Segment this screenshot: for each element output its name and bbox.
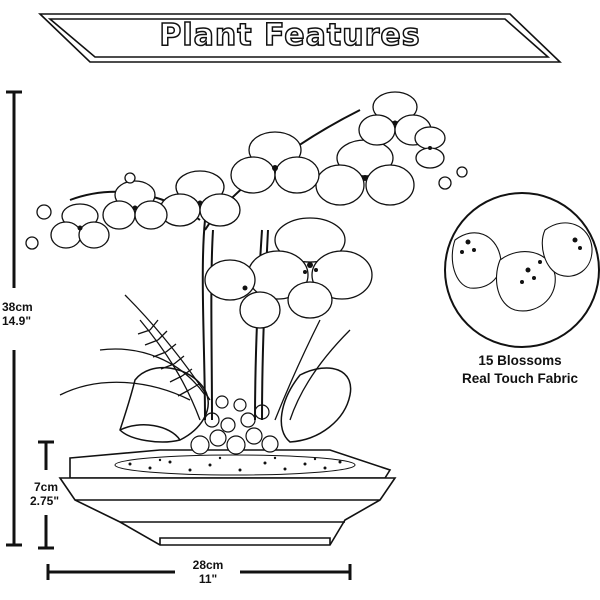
- blossom-count: 15 Blossoms: [478, 353, 562, 368]
- height-in: 14.9": [2, 314, 32, 328]
- height-label: 38cm 14.9": [2, 300, 33, 328]
- detail-magnifier: [444, 192, 600, 348]
- detail-caption: 15 Blossoms Real Touch Fabric: [440, 352, 600, 388]
- title-banner: [38, 13, 562, 63]
- fern-leaves: [59, 294, 351, 421]
- fabric-type: Real Touch Fabric: [461, 371, 579, 386]
- width-dimension-line: [46, 564, 352, 580]
- moss-soil: [114, 454, 356, 476]
- width-label: 28cm 11": [180, 558, 236, 586]
- height-dimension-line: [6, 90, 22, 547]
- pot-height-label: 7cm 2.75": [30, 480, 59, 508]
- page-title: Plant Features: [159, 17, 421, 54]
- width-in: 11": [198, 572, 218, 586]
- blossom-centers: [77, 120, 432, 291]
- base-leaves: [119, 366, 352, 443]
- pot-height-cm: 7cm: [34, 480, 59, 494]
- pot-height-in: 2.75": [30, 494, 60, 508]
- width-cm: 28cm: [192, 558, 224, 572]
- succulent-cluster: [190, 395, 279, 455]
- height-cm: 38cm: [2, 300, 33, 314]
- pot-height-dimension-line: [38, 440, 54, 550]
- orchid-blossoms: [25, 91, 468, 329]
